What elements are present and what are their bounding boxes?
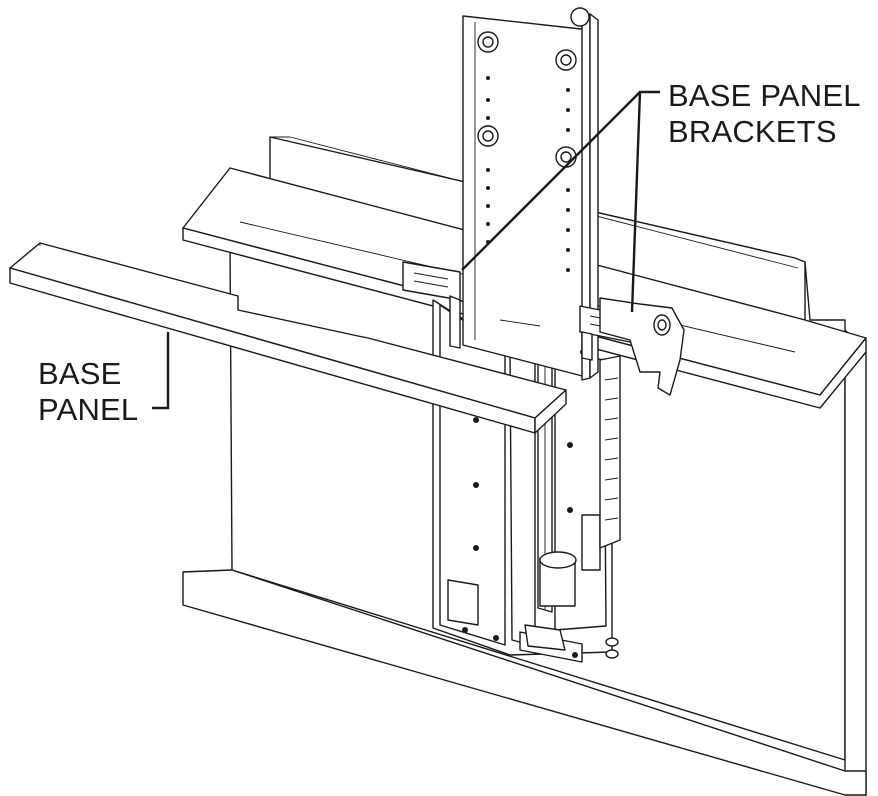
brackets-label-line2: BRACKETS bbox=[668, 114, 837, 149]
panel-label-line2: PANEL bbox=[38, 392, 139, 427]
brackets-label-line1: BASE PANEL bbox=[668, 78, 861, 113]
back-plate bbox=[462, 7, 599, 381]
base-panel-brackets-label: BASE PANEL BRACKETS bbox=[668, 78, 861, 150]
panel-label-line1: BASE bbox=[38, 356, 122, 391]
base-panel-brackets bbox=[402, 261, 685, 396]
base-panel bbox=[9, 242, 567, 434]
leader-lines bbox=[152, 90, 660, 410]
base-panel-label: BASE PANEL bbox=[38, 356, 138, 428]
